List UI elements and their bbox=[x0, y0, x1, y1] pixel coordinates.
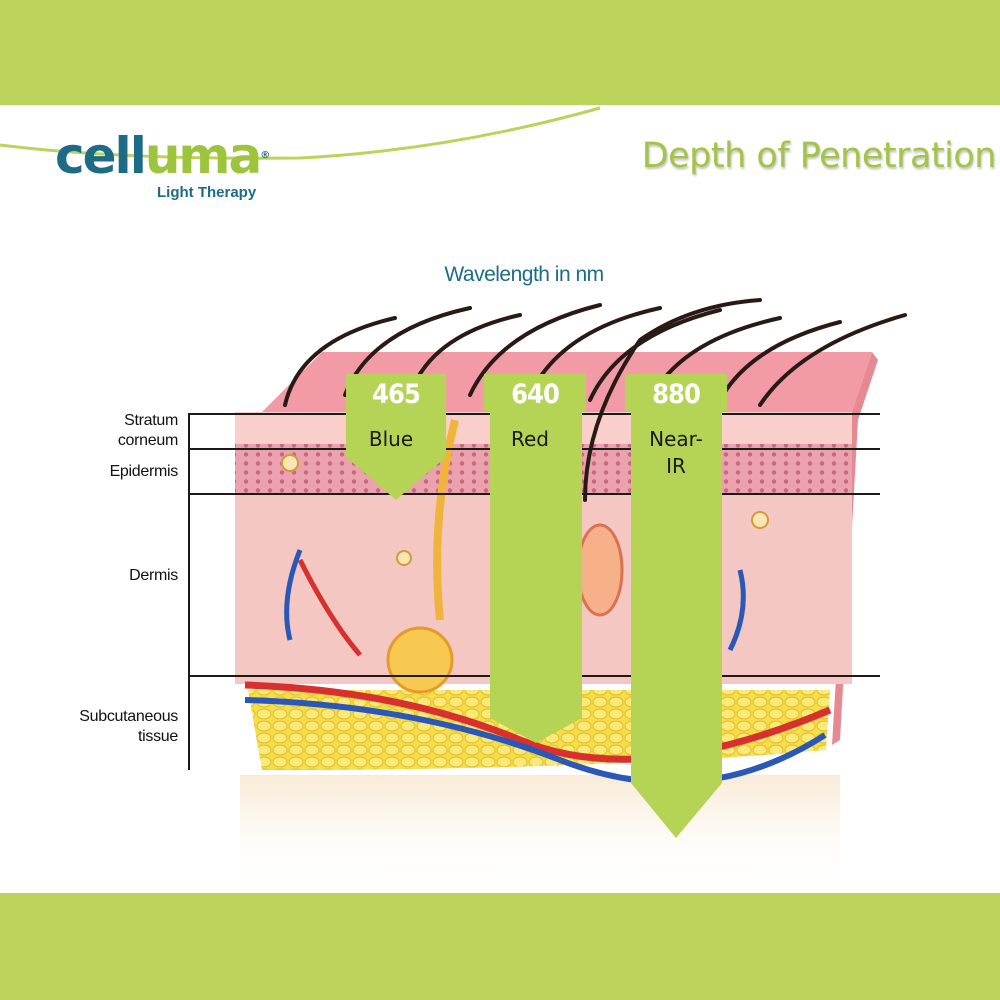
logo-word-part1: cell bbox=[55, 127, 147, 185]
wavelength-value-880: 880 bbox=[652, 379, 701, 410]
arrow-880 bbox=[625, 374, 727, 838]
sweat-gland bbox=[386, 626, 454, 694]
logo-word-part2: uma bbox=[144, 127, 262, 185]
top-banner bbox=[0, 0, 1000, 105]
wavelength-value-465: 465 bbox=[372, 379, 421, 410]
hair-follicle bbox=[576, 523, 624, 617]
wavelength-heading: Wavelength in nm bbox=[444, 263, 604, 286]
arrow-465 bbox=[346, 374, 446, 500]
registered-mark: ® bbox=[260, 150, 271, 161]
layer-label-subcutaneous: Subcutaneous tissue bbox=[79, 708, 178, 745]
wavelength-name-red: Red bbox=[511, 427, 549, 451]
celluma-logo: celluma® Light Therapy bbox=[55, 128, 270, 201]
wavelength-name-blue: Blue bbox=[368, 427, 414, 451]
layer-label-stratum-corneum: Stratum corneum bbox=[117, 412, 178, 449]
layer-label-epidermis: Epidermis bbox=[109, 463, 179, 480]
arrow-640 bbox=[484, 374, 586, 743]
logo-wordmark: celluma® bbox=[55, 128, 270, 184]
reflection bbox=[240, 775, 840, 895]
nerve-ending-2 bbox=[751, 511, 769, 529]
vessel-red-2 bbox=[297, 558, 362, 657]
bottom-banner bbox=[0, 893, 1000, 1000]
nerve-ending-3 bbox=[396, 550, 412, 566]
sweat-duct bbox=[433, 419, 459, 621]
penetration-arrows bbox=[346, 374, 727, 838]
nerve-ending bbox=[281, 454, 299, 472]
wavelength-value-640: 640 bbox=[511, 379, 560, 410]
layer-label-dermis: Dermis bbox=[129, 567, 178, 584]
logo-subtitle: Light Therapy bbox=[157, 184, 257, 201]
vessel-blue-2 bbox=[284, 549, 303, 641]
page-title: Depth of Penetration bbox=[641, 136, 997, 176]
vessel-blue-3 bbox=[727, 569, 746, 652]
wavelength-name-near-ir: Near- IR bbox=[649, 427, 703, 478]
vessel-blue bbox=[244, 697, 827, 786]
header-swoosh bbox=[0, 106, 601, 160]
vessel-red bbox=[244, 681, 832, 763]
